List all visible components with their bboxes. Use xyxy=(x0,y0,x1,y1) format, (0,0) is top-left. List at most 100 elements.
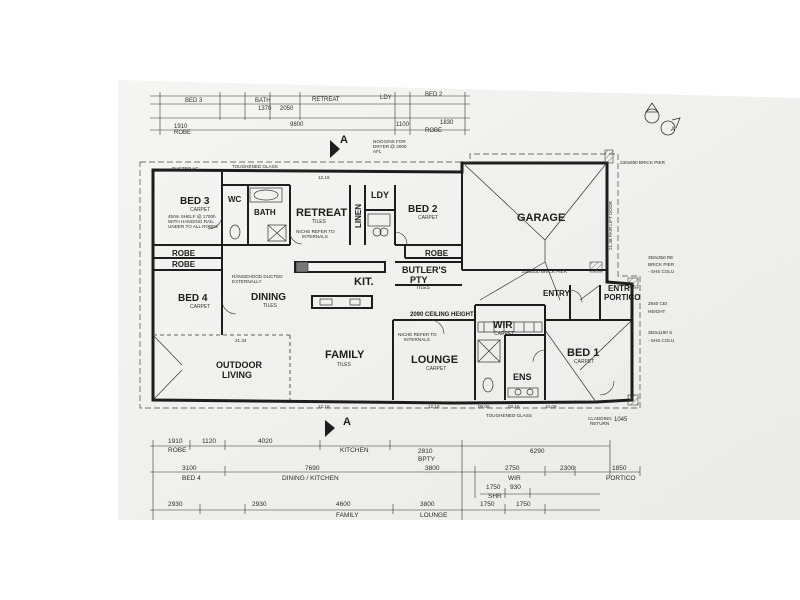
bot-r2-1850: 1850 xyxy=(612,465,627,472)
top-dimensions xyxy=(150,92,470,135)
room-bed4-floor: CARPET xyxy=(190,304,210,310)
fixtures xyxy=(229,187,543,398)
section-marker-bottom-icon xyxy=(325,420,335,437)
room-dining-label: DINING xyxy=(251,292,286,303)
room-bed2-label: BED 2 xyxy=(408,204,438,215)
room-bed1-floor: CARPET xyxy=(574,359,594,365)
right-pier-note-3: - SHS COLU xyxy=(648,269,674,274)
top-dim-robe-left: ROBE xyxy=(174,130,191,136)
bot-r2-7690: 7690 xyxy=(305,465,320,472)
right-pier-note-1: 350x350 RE xyxy=(648,255,673,260)
room-wir-label: WIR xyxy=(493,320,513,331)
room-wir-floor: CARPET xyxy=(494,331,514,337)
bot-r1-1120: 1120 xyxy=(202,438,216,445)
right-pier-lower-2: - SHS COLU xyxy=(648,338,674,343)
eave-outline xyxy=(139,153,641,409)
room-robe-3-label: ROBE xyxy=(425,249,449,258)
top-dim-2050: 2050 xyxy=(280,106,294,112)
bot-r1-1910: 1910 xyxy=(168,438,183,445)
room-family-floor: TILES xyxy=(337,362,352,368)
bot-r4-2930b: 2930 xyxy=(252,501,267,508)
bot-r1-2810: 2810 xyxy=(418,448,433,455)
entry-dim: 1045 xyxy=(614,417,628,423)
glazing-top-note: TOUGHENED GLASS xyxy=(232,164,278,169)
bot-r3-930: 930 xyxy=(510,484,521,491)
brick-pier-garage-note: 230x830 BRICK PIER xyxy=(522,269,568,274)
bottom-dimension-lines xyxy=(150,440,641,520)
room-retreat-floor: TILES xyxy=(312,219,327,225)
door-swings xyxy=(207,214,615,396)
bot-r1-6290: 6290 xyxy=(530,448,545,455)
bot-r2-wir: WIR xyxy=(508,475,521,482)
bot-r3-1750: 1750 xyxy=(486,484,501,491)
lift-door-note: 21.48 PAIR LIFT DOOR xyxy=(608,200,613,250)
room-ens-label: ENS xyxy=(513,372,532,382)
top-dim-label-retreat: RETREAT xyxy=(312,97,340,103)
bot-r1-robe: ROBE xyxy=(168,447,187,454)
right-ceiling-note-1: 2940 CEI xyxy=(648,301,667,306)
right-pier-lower-1: 350x1190 S xyxy=(648,330,672,335)
bot-r2-portico: PORTICO xyxy=(606,475,636,482)
right-pier-note-2: BRICK PIER xyxy=(648,262,675,267)
room-bed1-label: BED 1 xyxy=(567,347,599,359)
brick-piers xyxy=(295,149,639,406)
room-wc-label: WC xyxy=(228,195,242,204)
outdoor-living-outline xyxy=(153,334,291,400)
room-kit-label: KIT. xyxy=(354,276,374,288)
top-dim-9800: 9800 xyxy=(290,122,304,128)
bot-r4-1750b: 1750 xyxy=(516,501,531,508)
dim-misc-6: 10.09 xyxy=(545,404,557,409)
dim-misc-0: 12.16 xyxy=(318,175,330,180)
top-dim-1100: 1100 xyxy=(396,122,410,128)
ceiling-height-note: 2090 CEILING HEIGHT xyxy=(410,312,474,318)
room-garage-label: GARAGE xyxy=(517,212,565,224)
room-ldy-label: LDY xyxy=(371,190,389,200)
room-bed3-floor: CARPET xyxy=(190,207,210,213)
bot-r1-bpty: BPTY xyxy=(418,456,436,463)
bot-r2-bed4: BED 4 xyxy=(182,475,201,482)
bot-r2-3100: 3100 xyxy=(182,465,197,472)
brick-pier-top-note: 230x590 BRICK PIER xyxy=(620,160,666,165)
top-dim-1370: 1370 xyxy=(258,106,272,112)
paper-sheet xyxy=(118,80,800,520)
dim-misc-2: 21.34 xyxy=(235,338,247,343)
bot-r4-3800: 3800 xyxy=(420,501,435,508)
bot-r3-shr: SHR xyxy=(488,493,502,500)
bot-r4-lounge: LOUNGE xyxy=(420,512,448,519)
bot-r2-dining-kitchen: DINING / KITCHEN xyxy=(282,475,339,482)
top-dim-label-bed2: BED 2 xyxy=(425,92,443,98)
north-arrow-icon xyxy=(644,102,681,136)
bot-r2-2300: 2300 xyxy=(560,465,575,472)
bot-r4-1750a: 1750 xyxy=(480,501,495,508)
room-lounge-label: LOUNGE xyxy=(411,354,458,366)
glazing-bottom-note: TOUGHENED GLASS xyxy=(486,413,532,418)
room-robe-1-label: ROBE xyxy=(172,249,196,258)
dim-misc-3: 12.16 xyxy=(428,404,440,409)
top-dim-robe-right: ROBE xyxy=(425,128,442,134)
bot-r2-3800: 3800 xyxy=(425,465,440,472)
bot-r1-kitchen: KITCHEN xyxy=(340,447,369,454)
dim-misc-1: 12.16 xyxy=(318,404,330,409)
room-linen-label: LINEN xyxy=(354,204,363,228)
room-dining-floor: TILES xyxy=(263,303,278,309)
room-butlers-floor: TILES xyxy=(416,285,431,291)
bot-r4-4600: 4600 xyxy=(336,501,351,508)
section-marker-top-label: A xyxy=(340,134,348,146)
room-lounge-floor: CARPET xyxy=(426,366,446,372)
room-family-label: FAMILY xyxy=(325,349,365,361)
roof-hip-lines xyxy=(152,164,633,403)
room-entry-label: ENTRY xyxy=(543,289,570,298)
top-dim-1830: 1830 xyxy=(440,120,454,126)
top-dim-label-bed3: BED 3 xyxy=(185,98,203,104)
top-dim-label-bath: BATH xyxy=(255,98,271,104)
bot-r1-4020: 4020 xyxy=(258,438,273,445)
